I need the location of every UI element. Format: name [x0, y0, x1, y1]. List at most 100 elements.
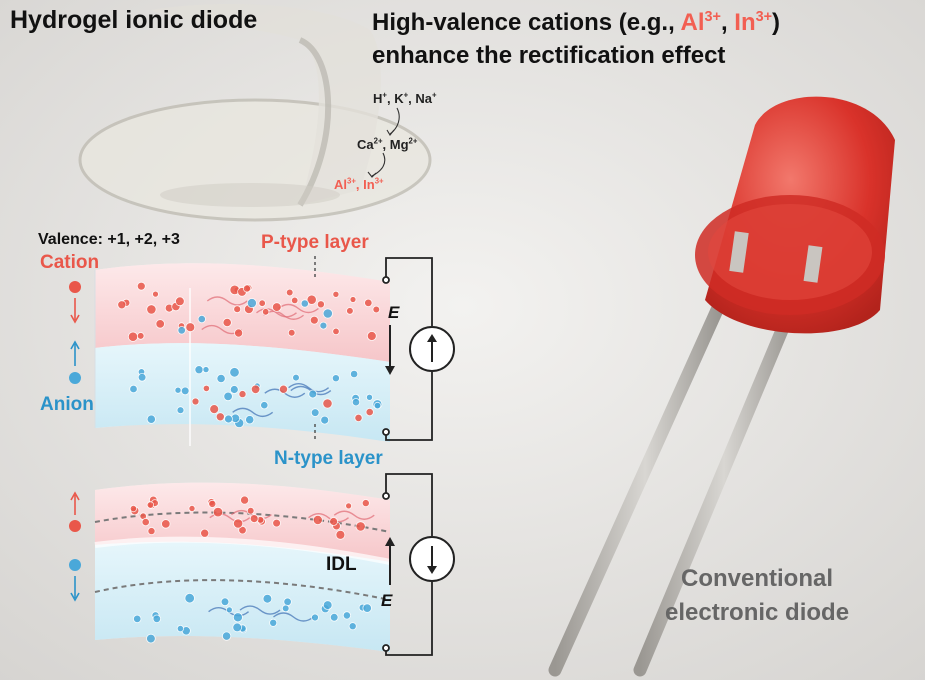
- cation-particle: [316, 300, 325, 309]
- anion-particle: [220, 597, 230, 607]
- polymer-chain: [231, 509, 272, 520]
- cation-heading-prefix: High-valence cations (e.g.,: [372, 9, 681, 36]
- cation-particle: [372, 305, 381, 314]
- cation-particle: [238, 526, 247, 535]
- polymer-chain: [308, 512, 349, 523]
- anion-particle: [311, 613, 319, 622]
- cation-particle: [233, 305, 242, 314]
- hydrogel-disc-photo: [78, 4, 432, 222]
- cation-heading-separator: ,: [720, 9, 735, 36]
- anion-particle: [180, 386, 190, 396]
- anion-particle: [129, 384, 138, 394]
- polymer-chain: [232, 407, 274, 418]
- cation-particle: [234, 328, 244, 338]
- anion-particle: [269, 618, 278, 627]
- anion-particle: [176, 406, 185, 415]
- cation-particle: [278, 384, 288, 394]
- cation-particle: [127, 331, 139, 342]
- cation-particle: [209, 404, 220, 415]
- idl-label: IDL: [326, 554, 357, 575]
- divalent-ions: Ca2+, Mg2+: [357, 136, 418, 152]
- anion-particle: [283, 597, 292, 606]
- cation-particle: [249, 514, 259, 523]
- cation-particle: [146, 501, 155, 509]
- cation-particle: [136, 332, 145, 340]
- anion-particle: [146, 633, 156, 644]
- cation-heading-line2: enhance the rectification effect: [372, 42, 726, 69]
- cation-heading: High-valence cations (e.g., Al3+, In3+) …: [372, 6, 780, 72]
- cation-particle: [129, 504, 137, 513]
- cation-particle: [285, 288, 294, 297]
- anion-reverse-marker: [69, 559, 81, 602]
- ion-particles: [117, 281, 383, 644]
- anion-particle: [229, 385, 239, 394]
- anion-particle: [365, 393, 373, 401]
- anion-particle: [322, 600, 333, 610]
- polymer-chain: [333, 510, 375, 520]
- cation-particle: [152, 290, 159, 298]
- valence-label: Valence: +1, +2, +3: [38, 231, 180, 248]
- cation-particle: [161, 519, 171, 529]
- cation-particle: [365, 407, 374, 417]
- anion-particle: [320, 415, 330, 425]
- cation-particle: [208, 499, 217, 508]
- cation-particle: [117, 300, 127, 310]
- cation-particle: [222, 317, 232, 328]
- anion-particle: [176, 624, 184, 633]
- cation-particle: [355, 521, 366, 532]
- circuit-reverse: [382, 473, 433, 656]
- cation-particle: [345, 502, 353, 510]
- cation-particle: [332, 327, 340, 336]
- anion-particle: [132, 614, 142, 624]
- polymer-chain: [256, 308, 297, 318]
- idl-boundary-upper: [94, 511, 391, 533]
- cation-particle: [272, 518, 281, 528]
- polymer-chain: [239, 605, 281, 615]
- anion-particle: [222, 631, 232, 641]
- anion-particle: [300, 299, 309, 308]
- anion-particle: [362, 603, 372, 613]
- anion-particle: [152, 614, 161, 623]
- anion-particle: [310, 408, 320, 417]
- ion-in: In3+: [734, 9, 773, 36]
- conventional-diode-line2: electronic diode: [665, 599, 850, 626]
- cation-particle: [312, 515, 323, 526]
- anion-particle: [194, 365, 204, 375]
- circuit-forward: [382, 257, 433, 441]
- cation-particle: [291, 296, 299, 305]
- anion-particle: [348, 622, 357, 631]
- cation-particle: [364, 298, 373, 308]
- anion-particle: [232, 622, 243, 633]
- anion-particle: [373, 401, 382, 410]
- anion-particle: [292, 373, 300, 382]
- cation-particle: [188, 504, 196, 512]
- cation-particle: [246, 506, 255, 515]
- cation-particle: [332, 290, 340, 298]
- cation-particle: [191, 397, 200, 406]
- cation-particle: [238, 390, 247, 399]
- anion-particle: [308, 389, 318, 399]
- anion-particle: [202, 366, 210, 374]
- anion-particle: [322, 308, 333, 319]
- cation-particle: [309, 315, 319, 325]
- cation-particle: [335, 529, 346, 540]
- idl-boundary-lower: [94, 579, 391, 601]
- electric-field-arrow-up: [385, 537, 395, 585]
- conventional-diode-line1: Conventional: [681, 565, 834, 592]
- anion-particle: [319, 321, 328, 330]
- anion-particle: [216, 373, 226, 384]
- electric-field-arrow-down: [385, 325, 395, 375]
- cation-reverse-marker: [69, 491, 81, 532]
- red-led-photo: [548, 96, 895, 677]
- cation-particle: [287, 328, 296, 337]
- polymer-chain: [288, 382, 330, 393]
- anion-particle: [232, 612, 243, 623]
- cation-particle: [329, 517, 339, 526]
- p-type-layer-label: P-type layer: [261, 232, 369, 253]
- cation-particle: [202, 384, 210, 392]
- anion-particle: [184, 593, 195, 604]
- anion-particle: [137, 372, 147, 382]
- polymer-chain: [206, 296, 248, 306]
- anion-particle: [349, 369, 359, 379]
